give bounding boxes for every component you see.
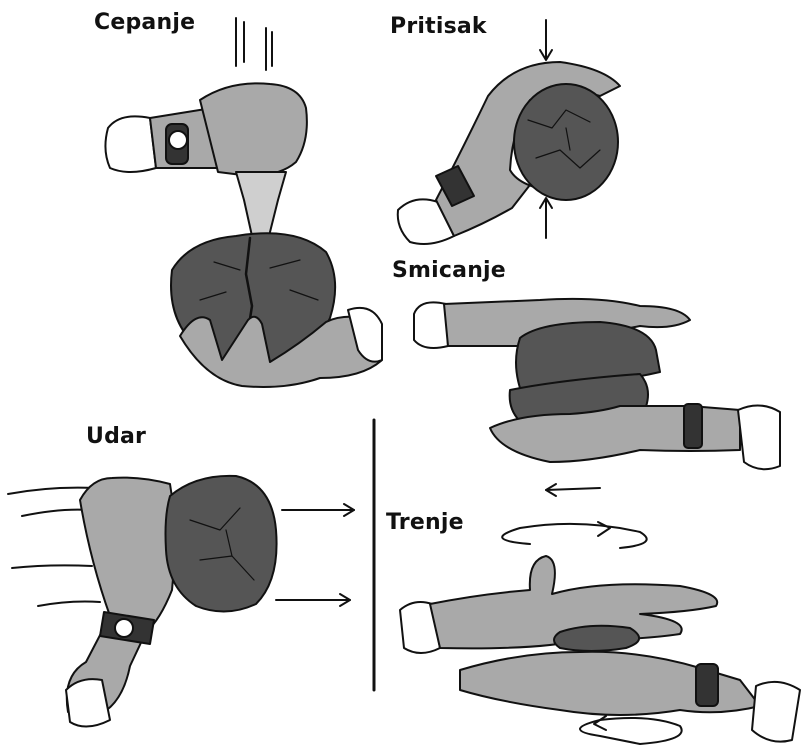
motion-line [38,602,100,607]
watch-icon [696,664,718,706]
rock [166,476,277,612]
crushed-rock [554,626,639,651]
panel-smicanje [414,299,780,496]
arrow-left-icon [546,488,600,490]
sleeve-cuff [414,302,448,348]
watch-face [115,619,133,637]
motion-line [22,510,90,516]
rock [514,84,618,200]
wedge-chisel [236,172,286,240]
panel-pritisak [398,20,620,244]
panel-trenje [400,522,800,744]
watch-face [169,131,187,149]
sleeve-cuff [752,682,800,742]
sleeve-cuff [66,679,110,726]
panel-cepanje [105,18,382,387]
motion-line [8,488,96,494]
rotation-arrow-icon [502,524,646,548]
watch-icon [684,404,702,448]
rotation-arrow-icon [580,718,682,744]
sleeve-cuff [105,116,156,172]
panel-udar [8,476,354,727]
sleeve-cuff [738,405,780,469]
motion-line [12,565,92,568]
fist [200,83,307,176]
